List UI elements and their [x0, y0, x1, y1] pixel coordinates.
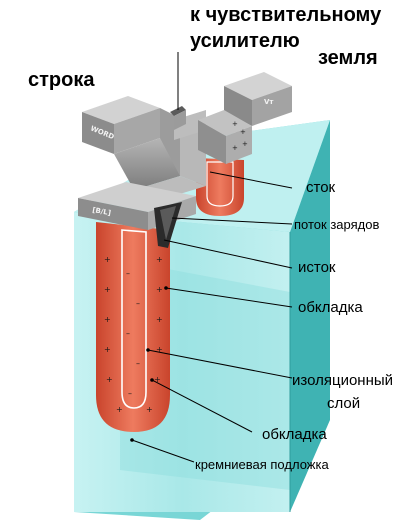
bl-chip-label: [B/L] [92, 206, 112, 217]
plate-upper-leader [165, 287, 293, 308]
svg-text:+: + [240, 128, 246, 136]
ground-line: Vт ++++ [198, 72, 292, 164]
svg-text:+: + [232, 144, 238, 152]
back-capacitor [196, 158, 244, 216]
source-label: исток [298, 259, 336, 276]
svg-text:–: – [136, 299, 140, 308]
svg-text:–: – [128, 389, 132, 398]
front-capacitor: + + + + + + + + + + + + – – – – – [96, 222, 170, 432]
sense-amp-contact [170, 52, 186, 130]
sense-amp-label-line2: усилителю [190, 30, 300, 52]
svg-text:+: + [104, 345, 111, 354]
substrate-label: кремниевая подложка [195, 457, 329, 472]
svg-text:+: + [106, 375, 113, 384]
charge-flow-label: поток зарядов [294, 217, 380, 232]
insulator-leader [147, 349, 293, 379]
svg-text:–: – [126, 269, 130, 278]
charge-flow-streak [154, 202, 182, 248]
leader-dots [130, 286, 168, 442]
insulating-layer-label-line2: слой [327, 395, 361, 412]
word-line: WORD [82, 96, 206, 200]
svg-text:+: + [104, 285, 111, 294]
svg-text:+: + [116, 405, 123, 414]
svg-text:+: + [156, 255, 163, 264]
svg-text:+: + [156, 285, 163, 294]
svg-text:+: + [232, 120, 238, 128]
insulating-layer-label-line1: изоляционный [292, 372, 394, 389]
svg-text:+: + [104, 255, 111, 264]
charge-flow-leader [171, 217, 293, 225]
leader-lines [131, 171, 293, 463]
vt-chip-label: Vт [264, 98, 274, 106]
plate-lower-label: обкладка [262, 426, 327, 443]
svg-text:+: + [154, 375, 161, 384]
plate-lower-leader [151, 379, 253, 433]
svg-text:+: + [104, 315, 111, 324]
svg-text:–: – [136, 359, 140, 368]
row-label: строка [28, 69, 95, 91]
drain-label: сток [306, 179, 336, 196]
svg-text:+: + [156, 315, 163, 324]
svg-text:+: + [156, 345, 163, 354]
ground-label: земля [318, 47, 378, 69]
svg-text:–: – [126, 329, 130, 338]
sense-amp-label-line1: к чувствительному [190, 4, 382, 26]
source-leader [163, 239, 293, 269]
substrate-leader [131, 439, 195, 463]
svg-text:+: + [242, 140, 248, 148]
plate-upper-label: обкладка [298, 299, 363, 316]
svg-text:+: + [146, 405, 153, 414]
drain-leader [209, 171, 293, 189]
